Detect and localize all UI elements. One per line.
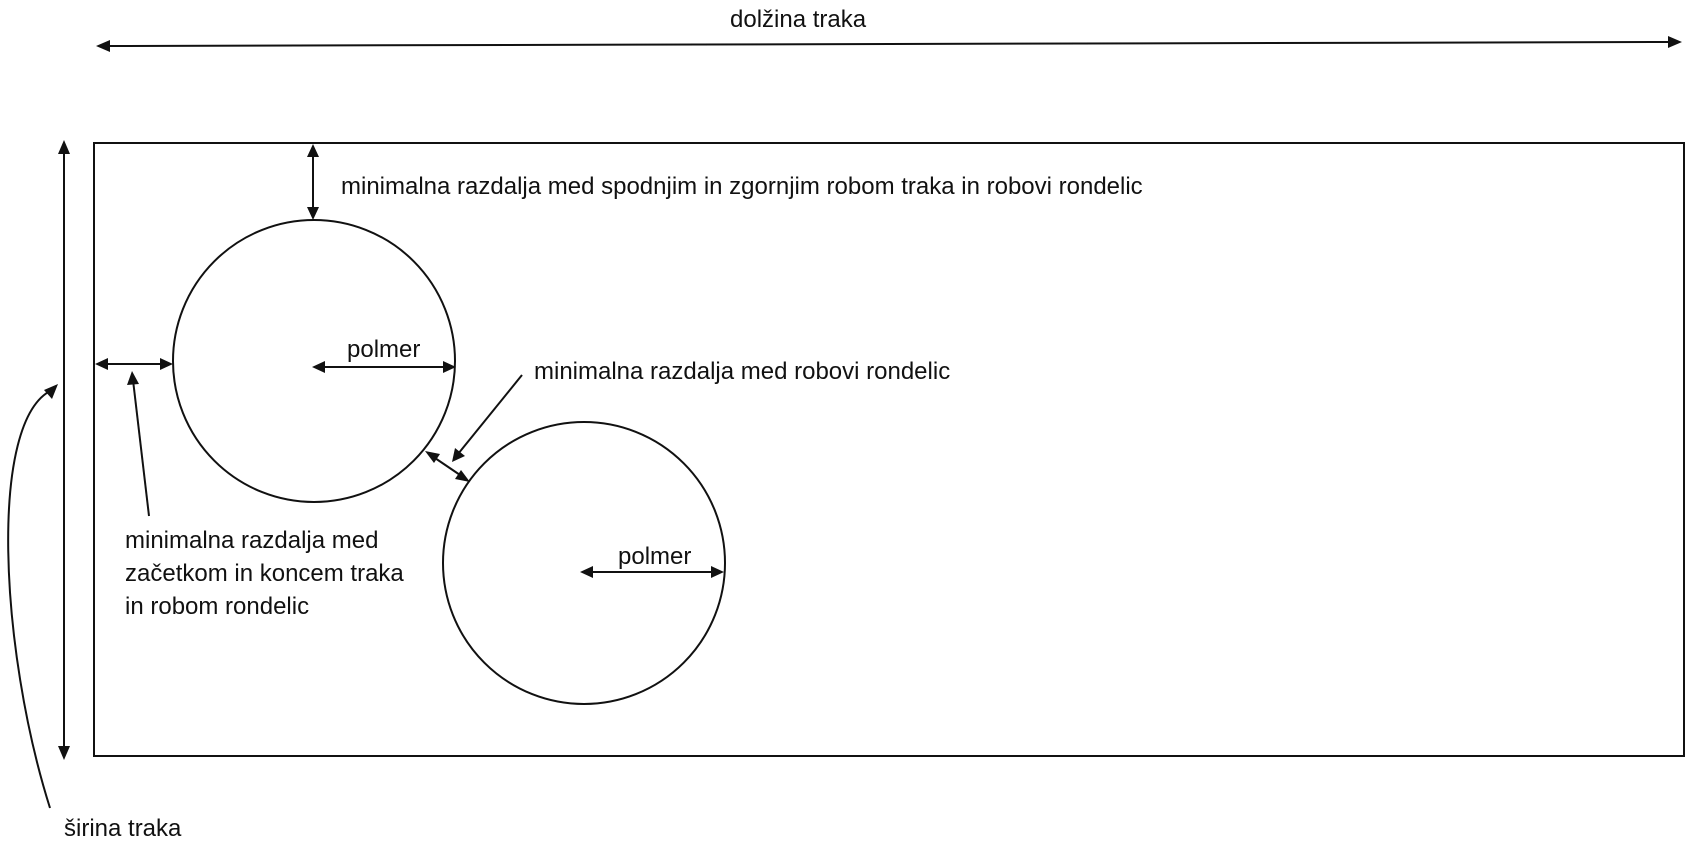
strip-width-leader [7, 384, 58, 809]
start-end-clearance-label-line-2: začetkom in koncem traka [125, 560, 404, 587]
disc-gap-label: minimalna razdalja med robovi rondelic [534, 358, 950, 385]
radius-arrow-2 [580, 566, 724, 578]
disc-1 [172, 219, 456, 503]
strip-rectangle [93, 142, 1685, 757]
disc-gap-arrow [425, 451, 470, 482]
start-end-clearance-arrow [95, 358, 173, 370]
radius-arrow-1 [312, 361, 456, 373]
start-end-clearance-label-line-3: in robom rondelic [125, 593, 309, 620]
strip-width-label: širina traka [64, 815, 182, 842]
radius-label-1: polmer [347, 336, 420, 363]
start-end-clearance-leader [127, 371, 150, 517]
length-dimension-arrow [96, 36, 1682, 52]
top-bottom-clearance-label: minimalna razdalja med spodnjim in zgorn… [341, 173, 1143, 200]
strip-length-label: dolžina traka [730, 6, 867, 33]
radius-label-2: polmer [618, 543, 691, 570]
width-dimension-arrow [58, 140, 70, 760]
start-end-clearance-label-line-1: minimalna razdalja med [125, 527, 378, 554]
top-clearance-arrow [307, 144, 319, 220]
disc-gap-leader [452, 374, 523, 462]
disc-2 [442, 421, 726, 705]
